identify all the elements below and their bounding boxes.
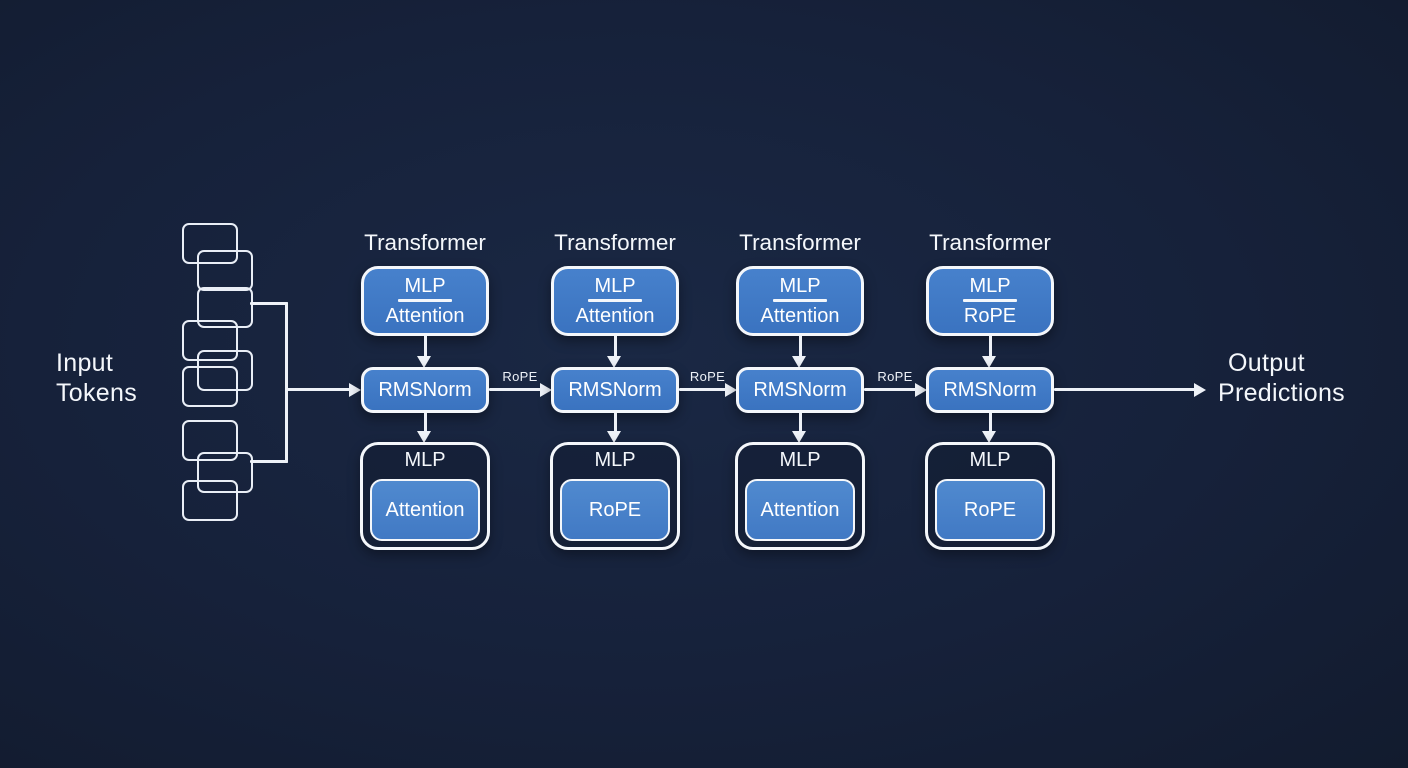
connector-line-3 (864, 388, 916, 391)
input-arrow-line (285, 388, 350, 391)
input-arrowhead-icon (349, 382, 361, 397)
down-arrowhead-icon (607, 356, 621, 368)
token-box (197, 452, 253, 493)
input-label-line1: Input (56, 349, 114, 377)
mlp-container-label: MLP (779, 449, 821, 471)
mlp-container-box: MLP Attention (360, 442, 490, 550)
fraction-denominator: Attention (760, 304, 840, 327)
rmsnorm-box: RMSNorm (736, 367, 864, 413)
connector-arrowhead-icon (725, 382, 737, 397)
fraction-denominator: Attention (385, 304, 465, 327)
token-box (182, 480, 238, 521)
fraction-denominator: Attention (575, 304, 655, 327)
down-arrowhead-icon (417, 431, 431, 443)
rmsnorm-box: RMSNorm (926, 367, 1054, 413)
transformer-title: Transformer (739, 230, 861, 255)
connector-line-1 (489, 388, 541, 391)
fraction-line (398, 299, 452, 302)
arrow-top-to-norm (423, 336, 427, 357)
down-arrowhead-icon (982, 431, 996, 443)
input-label-line2: Tokens (56, 379, 138, 407)
token-bracket-vertical (285, 302, 288, 463)
inner-module-box: RoPE (560, 479, 670, 541)
connector-arrowhead-icon (915, 382, 927, 397)
token-box (182, 420, 238, 461)
rope-connector-label: RoPE (877, 369, 913, 384)
down-arrowhead-icon (982, 356, 996, 368)
rmsnorm-box: RMSNorm (361, 367, 489, 413)
token-bracket-top-stub (250, 302, 288, 305)
mlp-container-box: MLP RoPE (925, 442, 1055, 550)
mlp-attention-fraction-box: MLP Attention (551, 266, 679, 336)
output-label-line1: Output (1228, 349, 1305, 377)
connector-line-2 (679, 388, 726, 391)
arrow-top-to-norm (988, 336, 992, 357)
output-predictions-label: Output Predictions (1218, 348, 1345, 408)
token-bracket-bottom-stub (250, 460, 288, 463)
output-label-line2: Predictions (1218, 379, 1345, 407)
fraction-numerator: MLP (969, 275, 1011, 298)
rope-connector-label: RoPE (502, 369, 538, 384)
inner-module-box: Attention (745, 479, 855, 541)
token-box (197, 350, 253, 391)
rope-connector-label: RoPE (689, 369, 726, 384)
transformer-title: Transformer (929, 230, 1051, 255)
inner-module-box: Attention (370, 479, 480, 541)
token-box (197, 287, 253, 328)
token-box (182, 366, 238, 407)
mlp-attention-fraction-box: MLP Attention (361, 266, 489, 336)
mlp-container-label: MLP (969, 449, 1011, 471)
arrow-norm-to-bottom (423, 413, 427, 432)
down-arrowhead-icon (792, 356, 806, 368)
input-tokens-label: Input Tokens (56, 348, 137, 408)
transformer-title: Transformer (554, 230, 676, 255)
fraction-numerator: MLP (404, 275, 446, 298)
token-box (197, 250, 253, 291)
arrow-top-to-norm (798, 336, 802, 357)
arrow-top-to-norm (613, 336, 617, 357)
arrow-norm-to-bottom (988, 413, 992, 432)
down-arrowhead-icon (607, 431, 621, 443)
fraction-numerator: MLP (594, 275, 636, 298)
connector-arrowhead-icon (540, 382, 552, 397)
mlp-rope-fraction-box: MLP RoPE (926, 266, 1054, 336)
fraction-line (773, 299, 827, 302)
arrow-norm-to-bottom (798, 413, 802, 432)
fraction-denominator: RoPE (963, 304, 1017, 327)
mlp-container-label: MLP (594, 449, 636, 471)
mlp-container-label: MLP (404, 449, 446, 471)
transformer-title: Transformer (364, 230, 486, 255)
fraction-line (588, 299, 642, 302)
fraction-numerator: MLP (779, 275, 821, 298)
down-arrowhead-icon (792, 431, 806, 443)
down-arrowhead-icon (417, 356, 431, 368)
arrow-norm-to-bottom (613, 413, 617, 432)
mlp-container-box: MLP RoPE (550, 442, 680, 550)
mlp-attention-fraction-box: MLP Attention (736, 266, 864, 336)
token-box (182, 320, 238, 361)
output-arrowhead-icon (1194, 382, 1206, 397)
fraction-line (963, 299, 1017, 302)
output-arrow-line (1054, 388, 1195, 391)
rmsnorm-box: RMSNorm (551, 367, 679, 413)
token-box (182, 223, 238, 264)
mlp-container-box: MLP Attention (735, 442, 865, 550)
inner-module-box: RoPE (935, 479, 1045, 541)
